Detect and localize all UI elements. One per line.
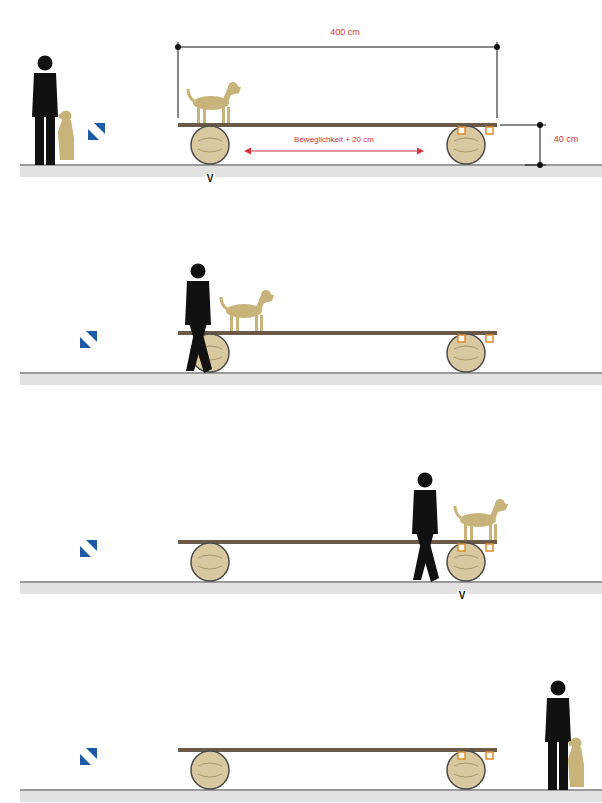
wheel (447, 751, 485, 789)
flag-marker (88, 123, 105, 140)
moving-plank (178, 123, 497, 164)
handler-silhouette (185, 264, 212, 374)
stop-block (458, 752, 465, 759)
flag-marker (80, 540, 97, 557)
ground (20, 582, 602, 594)
ground (20, 165, 602, 177)
stop-block (458, 127, 465, 134)
wheel (447, 126, 485, 164)
panel (20, 56, 602, 178)
ground-line (20, 789, 602, 791)
wheel (447, 543, 485, 581)
wheel (191, 751, 229, 789)
panel (20, 681, 602, 803)
dog-silhouette (455, 499, 508, 540)
ground-line (20, 372, 602, 374)
ground-line (20, 581, 602, 583)
wheel (447, 334, 485, 372)
dog-silhouette (221, 290, 274, 331)
wheel (191, 126, 229, 164)
marker-letter: V (457, 590, 468, 601)
stop-block (458, 335, 465, 342)
ground (20, 790, 602, 802)
flag-marker (80, 748, 97, 765)
movement-label: Beweglichkeit + 20 cm (292, 136, 376, 145)
handler-silhouette (545, 681, 571, 791)
dimension-lines (175, 42, 546, 168)
moving-plank (178, 748, 497, 789)
panel (20, 264, 602, 386)
marker-letter: V (205, 173, 216, 184)
panel (20, 473, 602, 595)
ground (20, 373, 602, 385)
wheel (191, 543, 229, 581)
dog-silhouette (568, 738, 584, 788)
stop-block (486, 127, 493, 134)
handler-silhouette (32, 56, 58, 166)
stop-block (458, 544, 465, 551)
stop-block (486, 544, 493, 551)
stop-block (486, 335, 493, 342)
ground-line (20, 164, 602, 166)
dimension-label: 400 cm (328, 28, 362, 38)
moving-plank (178, 331, 497, 372)
stop-block (486, 752, 493, 759)
dimension-label: 40 cm (552, 135, 581, 145)
flag-marker (80, 331, 97, 348)
dog-silhouette (188, 82, 241, 123)
dog-silhouette (58, 111, 74, 161)
handler-silhouette (412, 473, 439, 583)
moving-plank (178, 540, 497, 581)
